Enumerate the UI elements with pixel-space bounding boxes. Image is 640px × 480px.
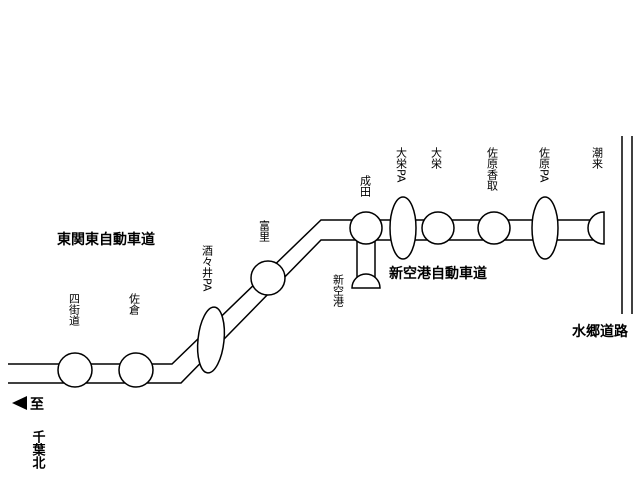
yotsukaido-label: 四街道	[68, 293, 81, 326]
shisui-pa-label: 酒々井PA	[201, 245, 214, 292]
main-road-name: 東関東自動車道	[57, 231, 155, 248]
side-road-name: 水郷道路	[572, 323, 629, 340]
sakura-label: 佐倉	[128, 292, 141, 316]
taiei-pa-marker	[389, 196, 417, 260]
shisui-pa-marker	[196, 306, 226, 374]
direction-prefix: 至	[30, 397, 44, 413]
sawara-pa-label: 佐原PA	[538, 146, 551, 183]
tomisato-label: 富里	[258, 219, 271, 242]
sakura-ic-marker	[118, 352, 154, 388]
taiei-ic-marker	[421, 211, 455, 245]
narita-ic-marker	[349, 211, 383, 245]
itako-label: 潮来	[591, 146, 604, 169]
itako-terminus-marker	[587, 211, 605, 245]
main-road-lower-line	[8, 239, 598, 384]
yotsukaido-ic-marker	[57, 352, 93, 388]
narita-label: 成田	[359, 175, 372, 197]
taiei-pa-label: 大栄PA	[395, 146, 408, 183]
branch-road-name: 新空港自動車道	[389, 265, 487, 282]
sawara-katori-label: 佐原香取	[486, 146, 499, 192]
taiei-label: 大栄	[430, 146, 443, 170]
direction-arrow-icon	[12, 396, 27, 410]
shinkuko-label: 新空港	[332, 273, 345, 307]
shinkuko-terminus-marker	[351, 273, 381, 289]
sawara-katori-ic-marker	[477, 211, 511, 245]
tomisato-ic-marker	[250, 260, 286, 296]
sawara-pa-marker	[531, 196, 559, 260]
direction-destination: 千葉北	[30, 429, 47, 470]
